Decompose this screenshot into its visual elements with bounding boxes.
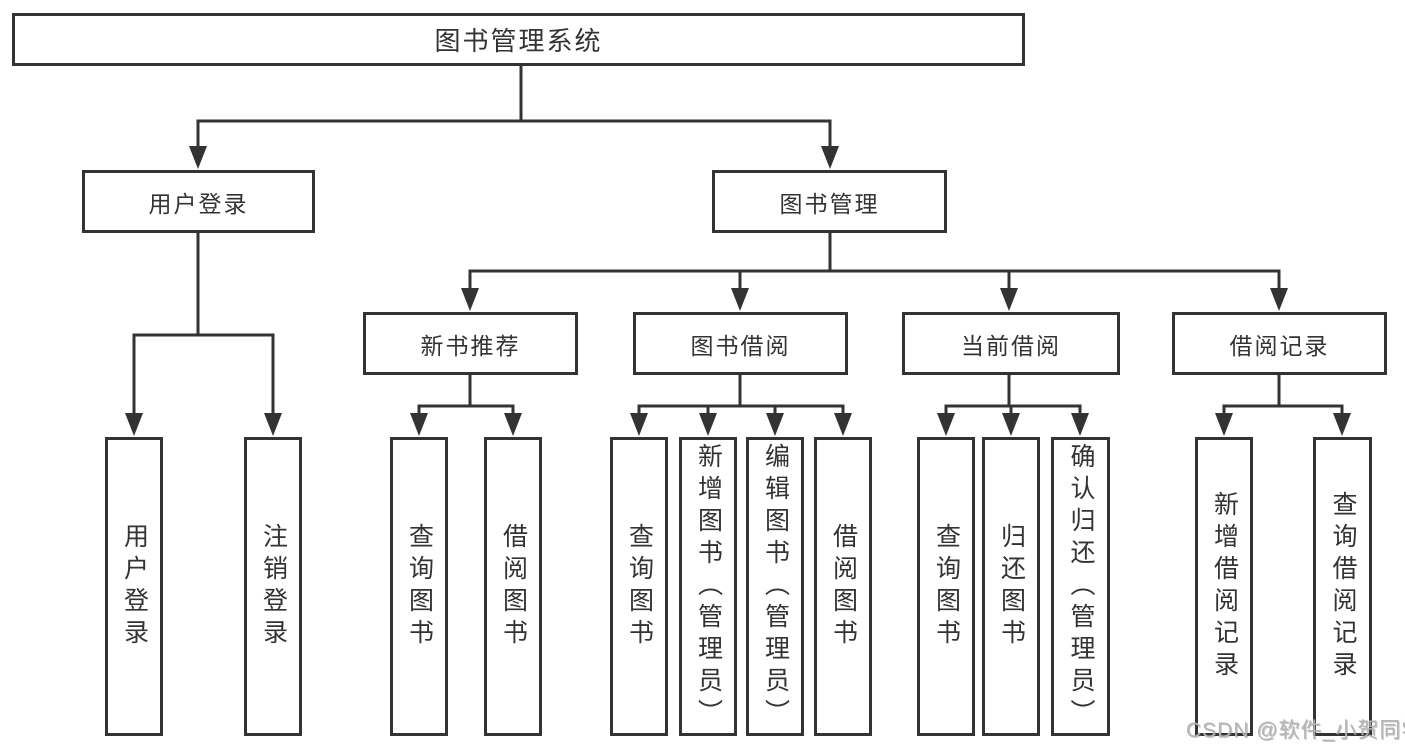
leaf-label: 借阅图书: [499, 522, 528, 651]
leaf-label: 新增借阅记录: [1210, 490, 1239, 683]
leaf-label: 新增图书（管理员）: [694, 442, 723, 731]
leaf-query-books-newbook: 查询图书: [390, 437, 448, 736]
node-current-borrowing: 当前借阅: [902, 312, 1120, 375]
leaf-user-login: 用户登录: [105, 437, 163, 736]
node-borrowing-records: 借阅记录: [1172, 312, 1387, 375]
node-new-book-recommendation: 新书推荐: [363, 312, 578, 375]
node-label: 图书借阅: [690, 332, 791, 359]
leaf-label: 注销登录: [259, 522, 288, 651]
leaf-borrow-books-newbook: 借阅图书: [484, 437, 542, 736]
leaf-label: 借阅图书: [829, 522, 858, 651]
node-user-login-module: 用户登录: [82, 170, 315, 233]
leaf-label: 查询借阅记录: [1329, 490, 1357, 683]
leaf-return-book: 归还图书: [982, 437, 1040, 736]
leaf-label: 用户登录: [120, 522, 149, 651]
node-book-borrowing: 图书借阅: [633, 312, 848, 375]
leaf-label: 查询图书: [932, 522, 961, 651]
leaf-borrow-books-borrowing: 借阅图书: [814, 437, 872, 736]
leaf-query-books-borrowing: 查询图书: [610, 437, 668, 736]
leaf-query-borrow-record: 查询借阅记录: [1313, 437, 1372, 736]
leaf-label: 确认归还（管理员）: [1067, 442, 1095, 731]
leaf-add-book-admin: 新增图书（管理员）: [679, 437, 737, 736]
node-root: 图书管理系统: [12, 13, 1025, 66]
leaf-label: 查询图书: [625, 522, 654, 651]
node-label: 新书推荐: [420, 332, 521, 359]
leaf-add-borrow-record: 新增借阅记录: [1195, 437, 1253, 736]
leaf-label: 编辑图书（管理员）: [761, 442, 790, 731]
node-root-label: 图书管理系统: [434, 26, 603, 56]
leaf-confirm-return-admin: 确认归还（管理员）: [1051, 437, 1110, 736]
leaf-edit-book-admin: 编辑图书（管理员）: [746, 437, 804, 736]
node-label: 借阅记录: [1229, 332, 1330, 359]
leaf-query-books-current: 查询图书: [917, 437, 975, 736]
node-label: 用户登录: [148, 190, 249, 217]
node-label: 图书管理: [779, 190, 880, 217]
leaf-label: 归还图书: [997, 522, 1026, 651]
watermark-text: CSDN @软件_小贺同学: [1186, 719, 1405, 742]
node-label: 当前借阅: [961, 332, 1061, 359]
leaf-logout: 注销登录: [244, 437, 302, 736]
leaf-label: 查询图书: [405, 522, 434, 651]
node-book-management: 图书管理: [712, 170, 947, 233]
